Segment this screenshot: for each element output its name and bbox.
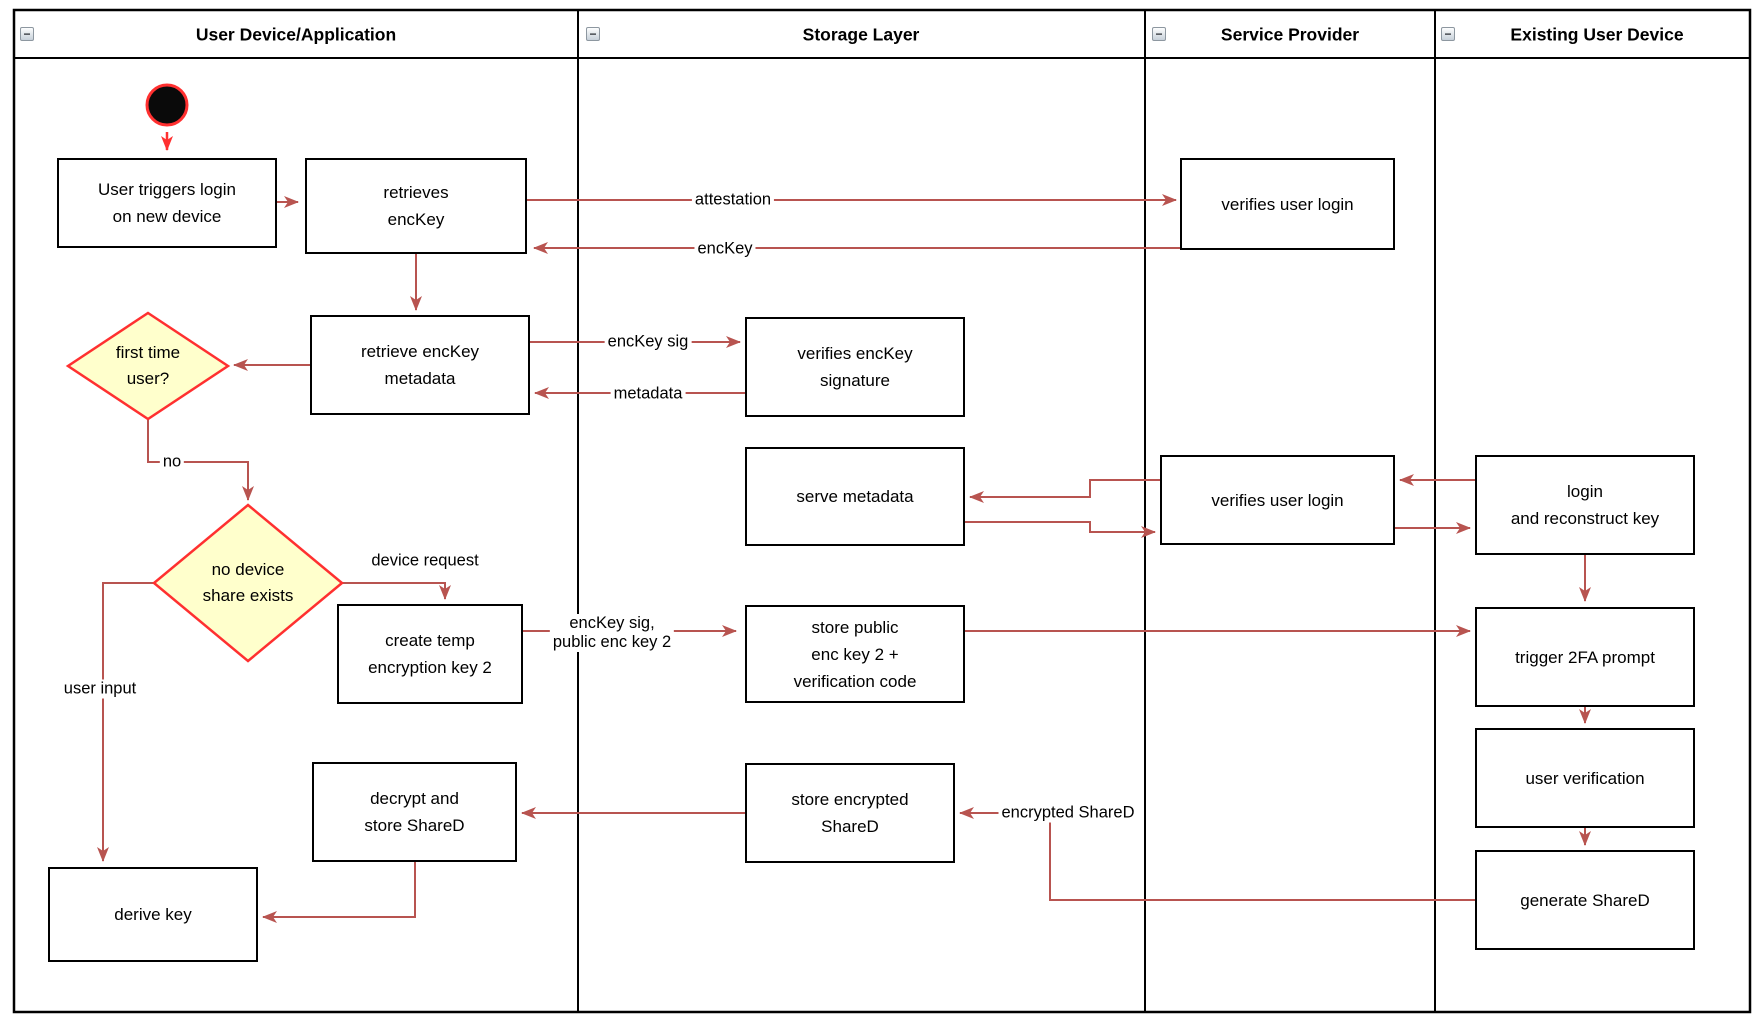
node-create-temp-key[interactable]: create temp encryption key 2 <box>337 604 523 704</box>
start-node[interactable] <box>145 83 189 127</box>
collapse-icon[interactable]: − <box>1152 27 1166 41</box>
node-verifies-user-login-1[interactable]: verifies user login <box>1180 158 1395 250</box>
lane-title-user-device: User Device/Application <box>195 24 397 45</box>
edge-serve-to-login <box>965 521 1156 538</box>
edge-label-enckey: encKey <box>694 239 756 259</box>
edge-label-user-input: user input <box>60 679 140 699</box>
decision-label-no-device-share: no device share exists <box>202 560 294 605</box>
edge-label-no: no <box>159 452 185 472</box>
node-store-public-key[interactable]: store public enc key 2 + verification co… <box>745 605 965 703</box>
lane-title-existing-device: Existing User Device <box>1510 24 1684 45</box>
lane-title-storage-layer: Storage Layer <box>802 24 920 45</box>
decision-label-first-time: first time user? <box>115 343 181 388</box>
edge-label-attestation: attestation <box>691 190 775 210</box>
collapse-icon[interactable]: − <box>1441 27 1455 41</box>
edge-label-encrypted-shared: encrypted ShareD <box>998 803 1138 823</box>
node-user-verification[interactable]: user verification <box>1475 728 1695 828</box>
edge-user-input <box>97 582 157 862</box>
node-verifies-user-login-2[interactable]: verifies user login <box>1160 455 1395 545</box>
node-verifies-enckey-signature[interactable]: verifies encKey signature <box>745 317 965 417</box>
node-generate-shared[interactable]: generate ShareD <box>1475 850 1695 950</box>
lane-title-service-provider: Service Provider <box>1220 24 1360 45</box>
node-trigger-2fa[interactable]: trigger 2FA prompt <box>1475 607 1695 707</box>
edge-login-to-serve <box>969 479 1160 503</box>
collapse-icon[interactable]: − <box>20 27 34 41</box>
edge-label-enckey-sig-public: encKey sig, public enc key 2 <box>549 614 675 652</box>
node-login-reconstruct-key[interactable]: login and reconstruct key <box>1475 455 1695 555</box>
node-user-triggers-login[interactable]: User triggers login on new device <box>57 158 277 248</box>
node-retrieve-enckey-metadata[interactable]: retrieve encKey metadata <box>310 315 530 415</box>
node-derive-key[interactable]: derive key <box>48 867 258 962</box>
edge-encrypted-shared <box>959 807 1475 901</box>
edge-label-device-request: device request <box>368 551 482 571</box>
node-retrieves-enckey[interactable]: retrieves encKey <box>305 158 527 254</box>
edge-device-request <box>342 582 451 600</box>
edge-label-metadata: metadata <box>610 384 686 404</box>
node-decrypt-store-shared[interactable]: decrypt and store ShareD <box>312 762 517 862</box>
node-serve-metadata[interactable]: serve metadata <box>745 447 965 546</box>
decision-first-time-user[interactable] <box>65 311 231 421</box>
edge-decrypt-to-derive <box>262 862 416 923</box>
edge-label-enckey-sig: encKey sig <box>604 332 692 352</box>
decision-no-device-share[interactable] <box>152 503 344 663</box>
collapse-icon[interactable]: − <box>586 27 600 41</box>
pool-border <box>12 8 1752 1014</box>
edge-no-branch <box>147 419 254 501</box>
node-store-encrypted-shared[interactable]: store encrypted ShareD <box>745 763 955 863</box>
